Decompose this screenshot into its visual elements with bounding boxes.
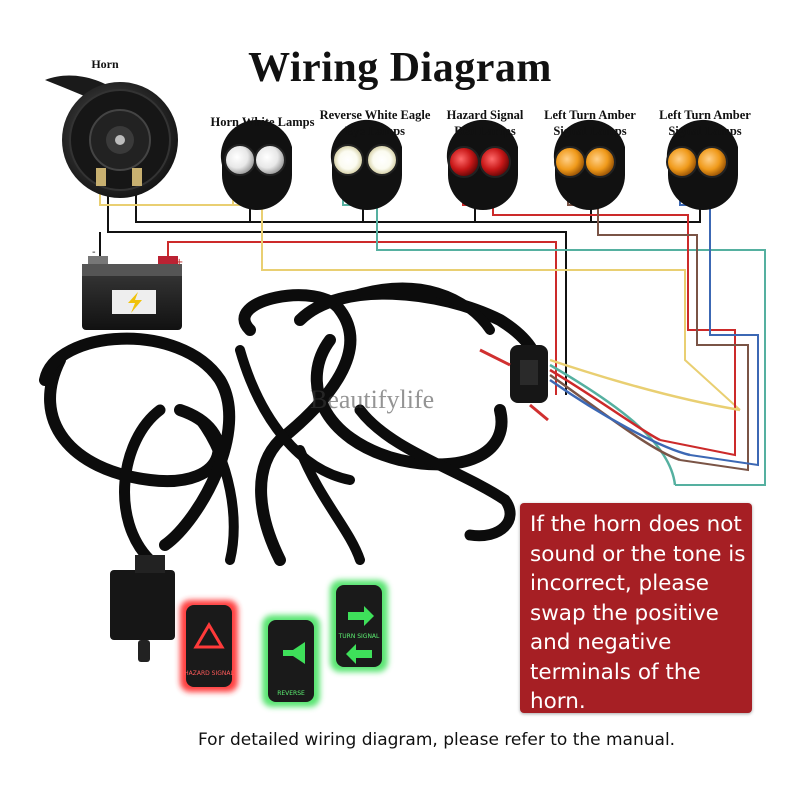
label-left-turn-lamps-1: Left Turn Amber Signal Lamps [544,108,636,138]
harness-colored-leads [549,358,741,486]
switch-turn-image: TURN SIGNAL [330,580,388,672]
switch-reverse-image: REVERSE [262,615,320,707]
horn-image [45,75,178,198]
footer-note: For detailed wiring diagram, please refe… [198,730,676,750]
battery-positive-label: + [175,257,183,268]
battery-negative-label: - [92,247,96,258]
label-horn: Horn [91,57,119,71]
harness-cables [39,282,544,566]
wire-black-horn [107,187,567,395]
reverse-eagle-eye-lamps-image [330,119,402,210]
label-left-turn-lamps-2: Left Turn Amber Signal Lamps [659,108,751,138]
switch-hazard-image: HAZARD SIGNAL [180,600,238,692]
switch-turn-label: TURN SIGNAL [338,633,380,640]
label-reverse-lamps: Reverse White Eagle Eye Lamps [319,108,431,138]
left-turn-amber-lamps-2-image [666,119,738,210]
label-horn-white-lamps: Horn White Lamps [210,115,315,129]
note-box [520,503,752,713]
relay-image [110,555,175,662]
horn-white-lamps-image [220,119,292,210]
label-hazard-lamps: Hazard Signal Red Lamps [446,108,524,138]
battery-image [82,256,182,330]
wire-red-battery [167,241,557,395]
wire-blue-turn [679,190,759,467]
left-turn-amber-lamps-1-image [553,119,625,210]
switch-reverse-label: REVERSE [277,690,305,697]
watermark: Beautifylife [310,385,435,414]
note-text: If the horn does not sound or the tone i… [530,512,746,714]
wire-yellow-horn [99,187,741,411]
wire-teal-reverse [342,190,766,486]
wire-lines [99,187,766,486]
hazard-red-lamps-image [446,119,518,210]
fuse-holder [479,345,549,422]
switch-hazard-label: HAZARD SIGNAL [184,670,234,677]
page-title: Wiring Diagram [248,45,552,91]
